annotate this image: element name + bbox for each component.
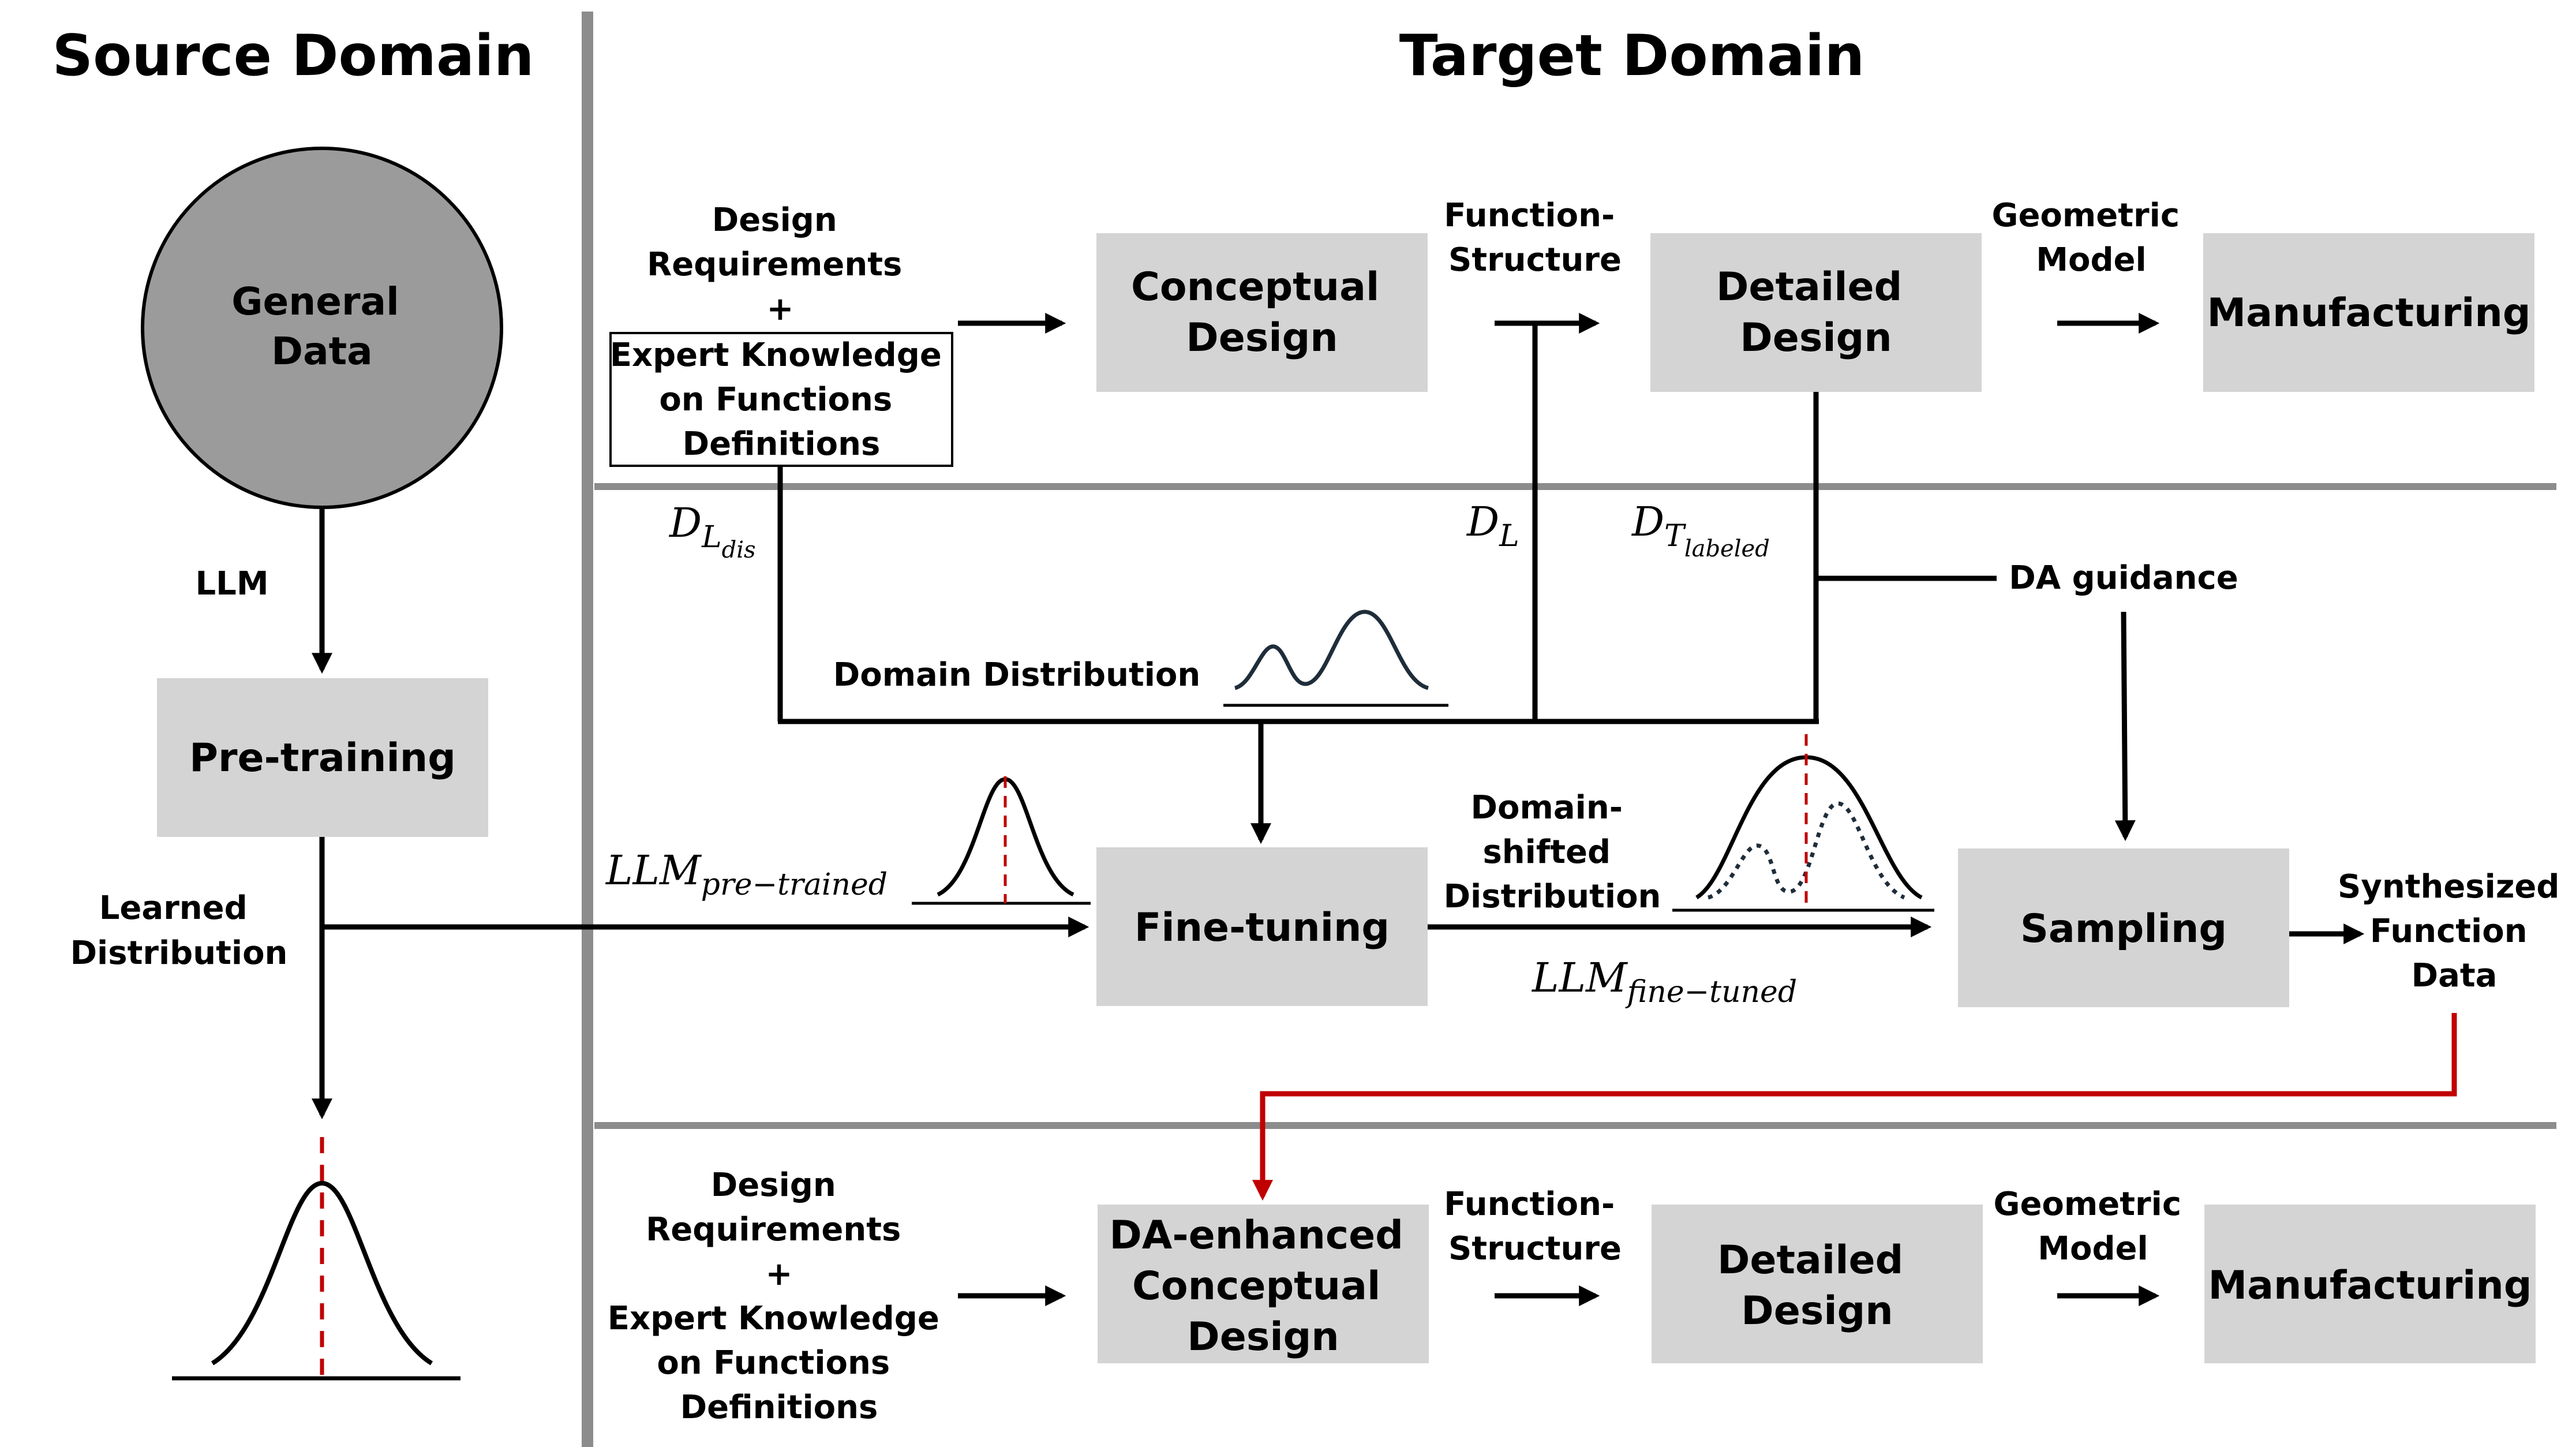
general-data-label: General Data <box>231 279 412 373</box>
target-domain-header: Target Domain <box>1399 23 1865 89</box>
finetuning-label: Fine-tuning <box>1135 905 1390 951</box>
bottom-expert-knowledge: Expert Knowledge on Functions Definition… <box>608 1300 951 1426</box>
domain-shifted-label: Domain- shifted Distribution <box>1444 789 1661 915</box>
da-conceptual-design-label: DA-enhanced Conceptual Design <box>1109 1213 1417 1360</box>
bottom-manufacturing-box <box>2204 1205 2536 1363</box>
learned-distribution-label: Learned Distribution <box>70 889 288 972</box>
synthesized-to-da-connector <box>1252 1013 2457 1201</box>
llm-pretrained-label: LLMpre−trained <box>605 847 888 902</box>
domain-shifted-curves <box>1672 734 1934 912</box>
domain-distribution-label: Domain Distribution <box>833 656 1201 694</box>
bottom-geometric-model: Geometric Model <box>1993 1186 2192 1267</box>
source-domain-header: Source Domain <box>53 23 534 89</box>
top-expert-knowledge-box <box>609 332 953 467</box>
general-data-circle <box>141 147 503 509</box>
pretrained-gaussian <box>912 776 1091 905</box>
llm-label: LLM <box>195 565 268 603</box>
synthesized-function-data: Synthesized Function Data <box>2338 868 2571 994</box>
manufacturing-label: Manufacturing <box>2207 290 2531 336</box>
bottom-manufacturing-label: Manufacturing <box>2208 1263 2532 1308</box>
top-expert-knowledge: Expert Knowledge on Functions Definition… <box>610 336 953 463</box>
d-l-label: DL <box>1466 498 1519 554</box>
domain-distribution-curve <box>1223 610 1448 707</box>
sampling-label: Sampling <box>2020 906 2227 952</box>
arrow-guidance-to-sampling <box>2114 611 2136 842</box>
detailed-design-box <box>1650 233 1982 392</box>
da-conceptual-design-box <box>1098 1205 1429 1363</box>
sampling-box <box>1958 848 2289 1007</box>
llm-finetuned-label: LLMfine−tuned <box>1531 954 1797 1009</box>
finetuning-box <box>1096 847 1428 1006</box>
detailed-design-label: Detailed Design <box>1716 264 1916 361</box>
pretraining-box <box>157 678 488 837</box>
top-geometric-model: Geometric Model <box>1991 197 2191 279</box>
bottom-function-structure: Function- Structure <box>1444 1186 1626 1267</box>
bottom-design-requirements: Design Requirements + <box>646 1166 912 1293</box>
bottom-detailed-design-box <box>1652 1205 1983 1363</box>
d-t-labeled-label: DTlabeled <box>1631 498 1770 562</box>
bottom-detailed-design-label: Detailed Design <box>1717 1237 1917 1334</box>
da-guidance-label: DA guidance <box>2009 559 2238 597</box>
d-l-dis-label: DLdis <box>668 499 756 563</box>
manufacturing-box <box>2203 233 2534 392</box>
pretraining-label: Pre-training <box>189 735 456 781</box>
source-gaussian <box>172 1137 460 1381</box>
conceptual-design-label: Conceptual Design <box>1131 264 1393 361</box>
conceptual-design-box <box>1096 233 1428 392</box>
top-function-structure: Function- Structure <box>1444 197 1626 279</box>
top-design-requirements: Design Requirements + <box>647 201 913 328</box>
